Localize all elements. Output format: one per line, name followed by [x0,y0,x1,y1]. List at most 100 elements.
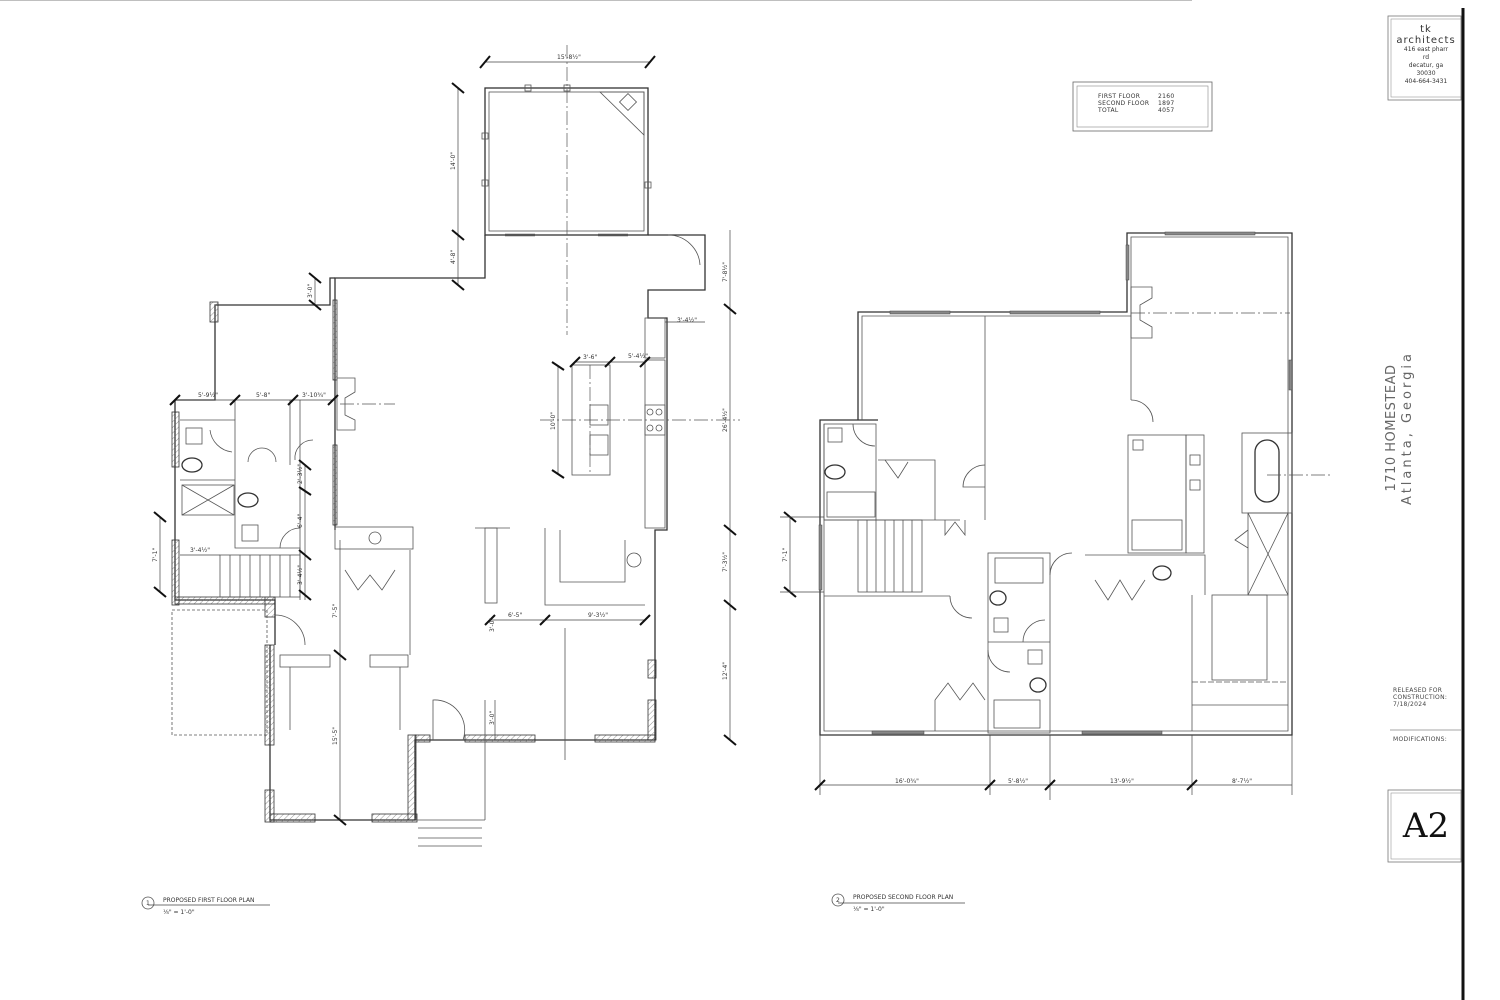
firm-city: decatur, ga [1408,62,1444,69]
second-floor-exterior-wall [819,232,1293,736]
svg-text:7'-8½": 7'-8½" [722,262,729,282]
project-title: 1710 HOMESTEAD Atlanta, Georgia [1384,328,1416,528]
bathtub [994,557,1044,584]
svg-text:15'-5": 15'-5" [332,727,339,745]
svg-text:5'-9½": 5'-9½" [198,392,218,399]
firm-name: tk [1420,24,1432,35]
first-floor-dimensions [153,55,737,826]
front-door [432,699,466,741]
toilet [1029,677,1047,693]
area-label: SECOND FLOOR [1098,100,1150,107]
shower [1247,512,1289,596]
svg-text:5'-8½": 5'-8½" [1008,778,1028,785]
svg-text:7'-5": 7'-5" [332,604,339,618]
first-floor-exterior-wall [334,235,486,530]
svg-text:6'-5": 6'-5" [508,612,522,619]
first-floor-plan: 15'-8½" 14'-0" 4'-8" 3'-0" 7'-8½" 3'-4½"… [152,45,740,847]
svg-text:15'-8½": 15'-8½" [557,54,581,61]
plan-title-second [831,893,965,907]
plan-title: PROPOSED FIRST FLOOR PLAN [163,897,255,904]
svg-text:3'-0": 3'-0" [489,618,496,632]
area-value: 4057 [1158,107,1175,114]
plan-scale: ⅛" = 1'-0" [163,909,195,916]
svg-text:10'-0": 10'-0" [550,412,557,430]
second-floor-dimension-labels: 16'-0¾" 5'-8½" 13'-9½" 8'-7½" 7'-1" [782,548,1252,785]
sink [827,427,843,443]
svg-text:3'-4½": 3'-4½" [190,547,210,554]
pantry [644,317,666,359]
porch-posts [481,84,652,189]
svg-text:13'-9½": 13'-9½" [1110,778,1134,785]
corner-fireplace [599,91,645,136]
second-floor-dimensions [780,511,1293,795]
svg-text:3'-6": 3'-6" [583,354,597,361]
closet-door [667,234,701,266]
bathtub [826,491,876,518]
area-table: FIRST FLOOR 2160 SECOND FLOOR 1897 TOTAL 40… [1098,93,1174,114]
svg-text:14'-0": 14'-0" [450,152,457,170]
plan-number: 1 [146,900,150,907]
project-location: Atlanta, Georgia [1400,351,1415,505]
sink [241,524,259,542]
firm-zip: 30030 [1416,70,1436,77]
area-label: FIRST FLOOR [1098,93,1141,100]
svg-text:9'-3½": 9'-3½" [588,612,608,619]
release-info: RELEASED FOR CONSTRUCTION: 7/18/2024 [1393,687,1459,708]
firm-address: rd [1422,54,1430,61]
double-door-closet [344,569,396,591]
svg-text:4'-8": 4'-8" [450,250,457,264]
fireplace [336,377,356,431]
modifications-label: MODIFICATIONS: [1393,736,1448,743]
island-sink [589,404,609,426]
svg-text:3'-4½": 3'-4½" [297,565,304,585]
firm-address: 416 east pharr [1403,46,1449,53]
kitchen-counter [644,359,666,529]
svg-text:6'-4": 6'-4" [297,514,304,528]
svg-text:8'-7½": 8'-7½" [1232,778,1252,785]
area-value: 1897 [1158,100,1175,107]
area-table-frame [1072,81,1213,132]
area-label: TOTAL [1098,107,1119,114]
firm-phone: 404-664-3431 [1404,78,1448,85]
area-value: 2160 [1158,93,1175,100]
toilet [181,457,203,473]
sheet-number: A2 [1402,806,1450,846]
svg-text:5'-4½": 5'-4½" [628,353,648,360]
toilet [1152,565,1172,581]
first-floor-dimension-labels: 15'-8½" 14'-0" 4'-8" 3'-0" 7'-8½" 3'-4½"… [152,54,729,745]
plan-title: PROPOSED SECOND FLOOR PLAN [853,894,953,901]
fireplace [1130,286,1153,339]
svg-text:26'-4½": 26'-4½" [722,408,729,432]
sink [185,427,203,445]
svg-text:3'-0": 3'-0" [307,284,314,298]
toilet [824,464,846,480]
firm-name: architects [1396,35,1456,46]
released-label: RELEASED FOR CONSTRUCTION: [1393,687,1448,701]
svg-text:16'-0¾": 16'-0¾" [895,778,919,785]
toilet [989,590,1007,606]
second-floor-plan: 16'-0¾" 5'-8½" 13'-9½" 8'-7½" 7'-1" [0,0,1330,800]
shower [181,484,235,516]
svg-text:12'-4": 12'-4" [722,662,729,680]
bathtub [993,699,1041,729]
svg-text:2'-3½": 2'-3½" [297,464,304,484]
project-name: 1710 HOMESTEAD [1384,364,1399,492]
stairs [857,519,923,593]
stairs [219,554,301,598]
plan-number: 2 [836,897,840,904]
svg-text:3'-10¾": 3'-10¾" [302,392,326,399]
plan-title-first [141,896,270,910]
porch-outline [484,87,649,236]
svg-text:3'-4½": 3'-4½" [677,317,697,324]
svg-text:7'-1": 7'-1" [152,548,159,562]
firm-logo: tk architects 416 east pharr rd decatur,… [1391,24,1461,86]
svg-text:5'-8": 5'-8" [256,392,270,399]
toilet [237,492,259,508]
svg-text:7'-1": 7'-1" [782,548,789,562]
svg-text:3'-0": 3'-0" [489,711,496,725]
plan-scale: ⅛" = 1'-0" [853,906,885,913]
windows [818,231,1293,735]
freestanding-tub [1254,439,1280,503]
released-date: 7/18/2024 [1393,701,1427,708]
